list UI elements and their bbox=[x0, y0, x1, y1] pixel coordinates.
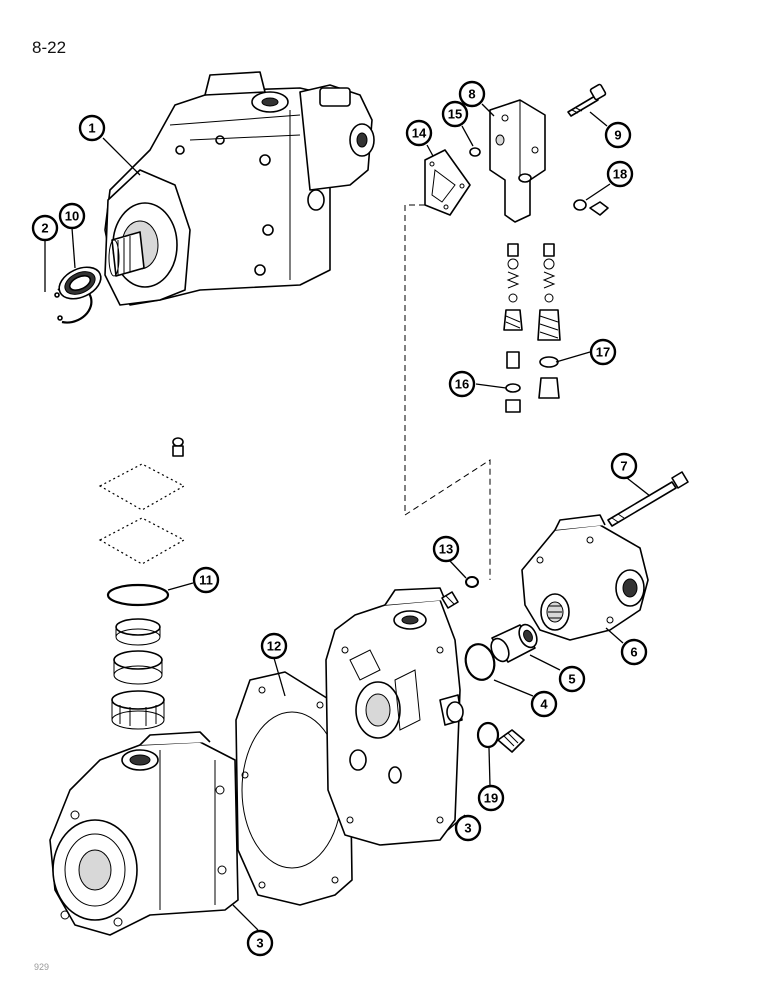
coupler-o-ring bbox=[464, 643, 496, 681]
callout-18: 18 bbox=[606, 160, 634, 188]
callout-11: 11 bbox=[192, 566, 220, 594]
callout-label: 11 bbox=[199, 573, 213, 588]
long-bolt bbox=[607, 471, 689, 527]
callout-4: 4 bbox=[530, 690, 558, 718]
callout-label: 6 bbox=[630, 645, 637, 660]
callout-6: 6 bbox=[620, 638, 648, 666]
callout-label: 8 bbox=[468, 87, 475, 102]
swivel-fitting bbox=[172, 437, 184, 457]
plug-o-ring bbox=[476, 721, 525, 753]
callout-label: 15 bbox=[448, 107, 462, 122]
bearing-stack bbox=[111, 618, 165, 730]
valve-plate-upper bbox=[98, 463, 186, 511]
callout-label: 1 bbox=[88, 121, 95, 136]
callout-17: 17 bbox=[589, 338, 617, 366]
callout-label: 18 bbox=[613, 167, 627, 182]
charge-pump bbox=[521, 514, 649, 641]
callout-label: 13 bbox=[439, 542, 453, 557]
callout-9: 9 bbox=[604, 121, 632, 149]
callout-12: 12 bbox=[260, 632, 288, 660]
callout-10: 10 bbox=[58, 202, 86, 230]
spool-stack-left bbox=[503, 243, 523, 413]
callout-label: 2 bbox=[41, 221, 48, 236]
pump-housing bbox=[49, 731, 239, 936]
callout-2: 2 bbox=[31, 214, 59, 242]
leader-lines bbox=[44, 103, 651, 931]
large-o-ring bbox=[106, 583, 170, 607]
end-cap-gasket bbox=[235, 671, 353, 906]
main-pump-assembly bbox=[104, 71, 375, 306]
oil-seal bbox=[58, 266, 102, 300]
o-ring-small bbox=[469, 147, 481, 157]
callout-label: 12 bbox=[267, 639, 281, 654]
callout-16: 16 bbox=[448, 370, 476, 398]
valve-bolt bbox=[567, 83, 607, 117]
callout-7: 7 bbox=[610, 452, 638, 480]
callout-label: 16 bbox=[455, 377, 469, 392]
spool-stack-right bbox=[537, 243, 561, 399]
callout-label: 14 bbox=[412, 126, 427, 141]
callout-13: 13 bbox=[432, 535, 460, 563]
callout-label: 9 bbox=[614, 128, 621, 143]
callout-label: 5 bbox=[568, 672, 575, 687]
shaft-coupler bbox=[490, 623, 538, 663]
callout-8: 8 bbox=[458, 80, 486, 108]
page-number: 8-22 bbox=[32, 38, 67, 57]
callout-1: 1 bbox=[78, 114, 106, 142]
callout-15: 15 bbox=[441, 100, 469, 128]
pump-end-cap bbox=[325, 587, 464, 846]
figure-code: 929 bbox=[34, 962, 50, 972]
callout-19: 19 bbox=[477, 784, 505, 812]
callout-5: 5 bbox=[558, 665, 586, 693]
callout-3-housing: 3 bbox=[246, 929, 274, 957]
callout-3-end-cap: 3 bbox=[454, 814, 482, 842]
callout-label: 7 bbox=[620, 459, 627, 474]
callout-label: 17 bbox=[596, 345, 610, 360]
fitting-o-ring bbox=[441, 576, 479, 609]
callout-label: 10 bbox=[65, 209, 79, 224]
assembly-guide-line bbox=[404, 204, 491, 580]
callout-14: 14 bbox=[405, 119, 433, 147]
callout-label: 4 bbox=[540, 697, 548, 712]
valve-plate-lower bbox=[98, 517, 186, 565]
callout-label: 19 bbox=[484, 791, 498, 806]
compensator-valve bbox=[489, 99, 546, 223]
o-ring-plug bbox=[573, 199, 609, 216]
valve-gasket bbox=[424, 149, 471, 216]
callout-label: 3 bbox=[256, 936, 263, 951]
callout-label: 3 bbox=[464, 821, 471, 836]
